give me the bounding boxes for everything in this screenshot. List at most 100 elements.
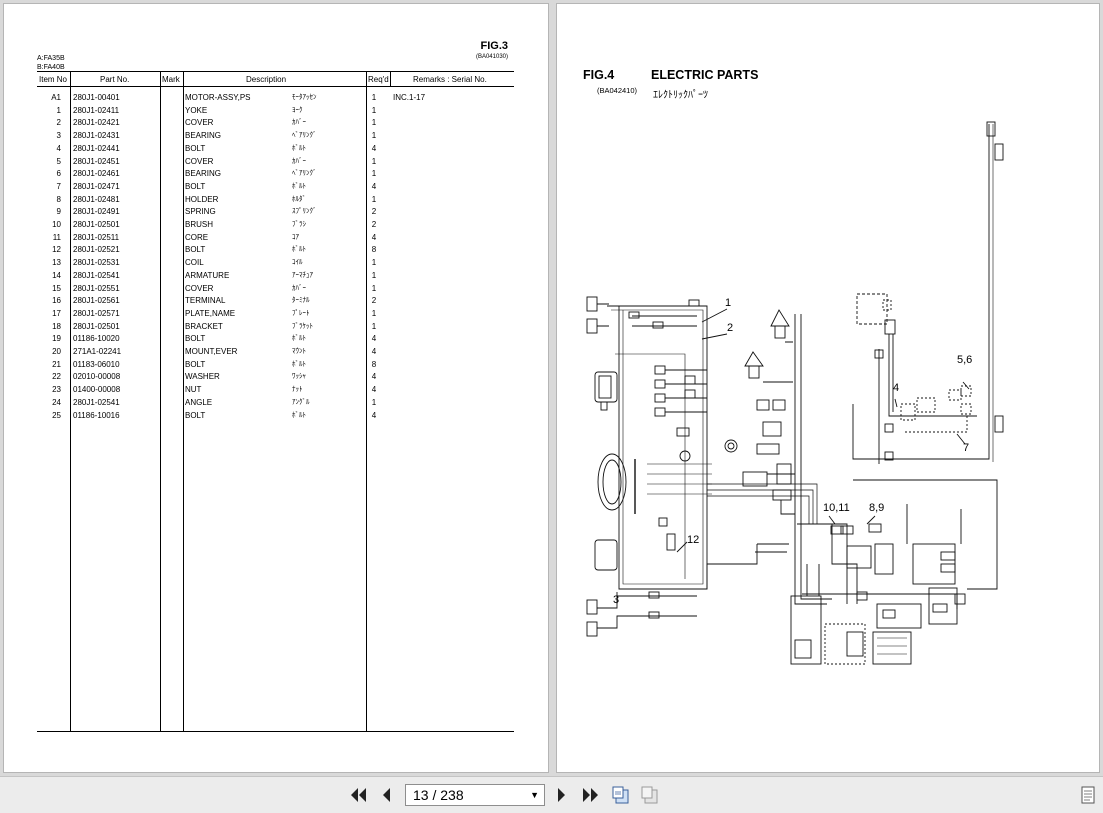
description-cell: PLATE,NAME xyxy=(185,308,236,318)
description-kana-cell: ﾅｯﾄ xyxy=(292,386,303,394)
description-cell: WASHER xyxy=(185,372,220,382)
item-no-cell: 16 xyxy=(52,296,61,306)
part-no-cell: 02010-00008 xyxy=(73,372,121,382)
part-no-cell: 280J1-02541 xyxy=(73,397,120,407)
last-page-icon[interactable] xyxy=(580,785,600,805)
diagram-callout: 10,11 xyxy=(823,502,850,514)
next-page-icon[interactable] xyxy=(551,785,571,805)
reqd-cell: 1 xyxy=(371,194,377,204)
remarks-cell: INC.1-17 xyxy=(393,93,426,102)
description-kana-cell: ﾌﾟﾚｰﾄ xyxy=(292,309,310,317)
description-kana-cell: ｱﾝｸﾞﾙ xyxy=(292,398,310,406)
prev-page-icon[interactable] xyxy=(377,785,397,805)
viewer-toolbar: 13 / 238 ▼ xyxy=(0,776,1103,813)
fig3-label: FIG.3 xyxy=(480,40,508,52)
description-cell: BOLT xyxy=(185,181,206,191)
reqd-cell: 1 xyxy=(371,397,377,407)
part-no-cell: 01186-10020 xyxy=(73,334,120,344)
part-no-cell: 280J1-02571 xyxy=(73,308,120,318)
model-list: A:FA35B B:FA40B xyxy=(37,54,65,72)
description-kana-cell: ﾎﾞﾙﾄ xyxy=(292,411,306,419)
description-kana-cell: ﾏｳﾝﾄ xyxy=(292,348,306,355)
item-no-cell: A1 xyxy=(51,93,61,102)
header-description: Description xyxy=(246,75,287,84)
document-icon[interactable] xyxy=(1078,785,1098,805)
reqd-cell: 2 xyxy=(371,296,377,306)
description-kana-cell: ﾖｰｸ xyxy=(292,106,303,114)
page-number-field[interactable]: 13 / 238 ▼ xyxy=(405,784,545,806)
part-no-cell: 280J1-02551 xyxy=(73,283,120,293)
item-no-cell: 12 xyxy=(52,245,61,255)
part-no-cell: 01183-06010 xyxy=(73,359,120,369)
description-cell: COVER xyxy=(185,118,214,128)
item-no-cell: 19 xyxy=(52,334,61,344)
description-cell: MOTOR-ASSY,PS xyxy=(185,93,251,102)
part-no-cell: 280J1-02431 xyxy=(73,131,120,141)
part-no-cell: 280J1-02501 xyxy=(73,220,120,229)
reqd-cell: 1 xyxy=(371,308,377,318)
description-kana-cell: ｽﾌﾟﾘﾝｸﾞ xyxy=(292,208,317,216)
first-page-icon[interactable] xyxy=(349,785,369,805)
fig4-code: (BA042410) xyxy=(597,86,638,95)
description-cell: BOLT xyxy=(185,334,206,344)
description-cell: COIL xyxy=(185,258,204,268)
item-no-cell: 6 xyxy=(56,169,61,179)
reqd-cell: 1 xyxy=(371,156,377,166)
diagram-callout: 4 xyxy=(893,382,900,394)
item-no-cell: 15 xyxy=(52,283,61,293)
item-no-cell: 3 xyxy=(56,131,61,141)
reqd-cell: 4 xyxy=(371,334,377,344)
item-no-cell: 17 xyxy=(52,308,61,318)
part-no-cell: 280J1-02561 xyxy=(73,296,120,306)
item-no-cell: 21 xyxy=(52,359,61,369)
description-kana-cell: ﾎﾞﾙﾄ xyxy=(292,246,306,254)
reqd-cell: 1 xyxy=(371,321,377,331)
description-kana-cell: ﾍﾞｱﾘﾝｸﾞ xyxy=(292,132,317,140)
chevron-down-icon[interactable]: ▼ xyxy=(530,790,539,800)
reqd-cell: 4 xyxy=(371,372,377,382)
diagram-callout: 3 xyxy=(613,594,620,606)
fig3-code: (BA041030) xyxy=(475,54,508,60)
description-cell: ARMATURE xyxy=(185,270,230,280)
diagram-callout: 12 xyxy=(687,534,700,546)
page-number-text: 13 / 238 xyxy=(413,787,464,803)
description-kana-cell: ｶﾊﾞｰ xyxy=(292,157,306,165)
reqd-cell: 1 xyxy=(371,258,377,268)
part-no-cell: 280J1-02461 xyxy=(73,169,120,179)
item-no-cell: 18 xyxy=(52,321,61,331)
part-no-cell: 271A1-02241 xyxy=(73,347,122,356)
table-row: 17 280J1-02571 PLATE,NAME ﾌﾟﾚｰﾄ 1 xyxy=(37,308,514,321)
model-b: B:FA40B xyxy=(37,64,65,71)
parts-table: Item No Part No. Mark Description Req'd … xyxy=(37,71,514,732)
pages-icon[interactable] xyxy=(640,785,660,805)
part-no-cell: 280J1-02491 xyxy=(73,207,120,217)
part-no-cell: 280J1-02481 xyxy=(73,194,120,204)
description-cell: NUT xyxy=(185,385,202,395)
description-kana-cell: ﾍﾞｱﾘﾝｸﾞ xyxy=(292,170,317,178)
description-kana-cell: ﾎﾞﾙﾄ xyxy=(292,144,306,152)
description-kana-cell: ﾌﾞﾗｼ xyxy=(292,221,306,228)
reqd-cell: 4 xyxy=(371,232,377,242)
rotate-icon[interactable] xyxy=(611,785,631,805)
part-no-cell: 280J1-02501 xyxy=(73,321,120,331)
description-cell: BOLT xyxy=(185,410,206,420)
fig4-title: ELECTRIC PARTS xyxy=(651,68,759,82)
reqd-cell: 4 xyxy=(371,347,377,356)
item-no-cell: 13 xyxy=(52,258,61,268)
wiring-diagram xyxy=(586,121,1004,665)
item-no-cell: 22 xyxy=(52,372,61,382)
part-no-cell: 280J1-02421 xyxy=(73,118,120,128)
